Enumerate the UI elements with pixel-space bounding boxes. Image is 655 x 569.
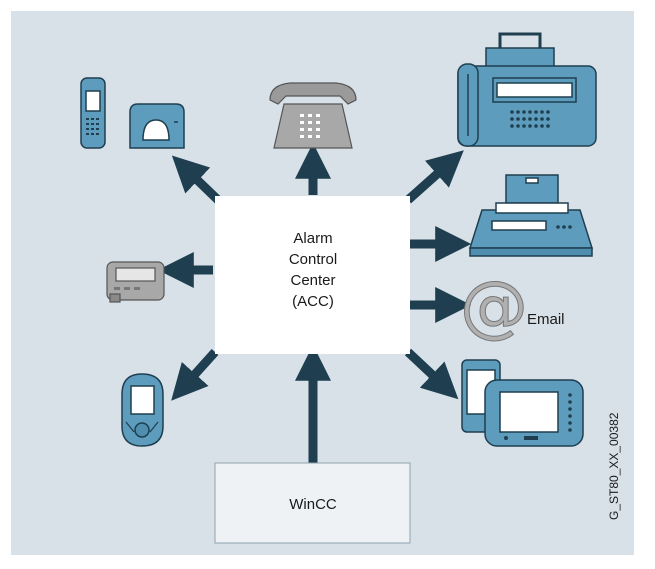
at-symbol: @ [460,267,528,346]
printer-icon [468,174,594,257]
figure-code: G_ST80_XX_00382 [607,412,621,520]
wincc-label: WinCC [289,496,337,513]
acc-box: Alarm Control Center (ACC) [215,196,410,354]
acc-line-2: Control [289,251,337,268]
acc-line-4: (ACC) [292,293,334,310]
arrows [157,142,472,463]
arrow-to-mobile [171,348,219,401]
acc-line-3: Center [290,272,335,289]
email-label: Email [527,311,565,328]
pager-icon [106,261,165,303]
telephone-icon [269,82,357,149]
cordless-phone-icon [80,77,185,149]
email-icon: @ Email [460,267,565,347]
arrow-to-dect [171,155,222,204]
arrow-to-pda [404,348,459,400]
wincc-box: WinCC [214,462,411,544]
acc-line-1: Alarm [293,230,332,247]
mobile-phone-icon [121,373,164,447]
pda-icon [461,359,584,447]
arrow-to-fax [405,150,464,204]
fax-icon [457,32,597,147]
